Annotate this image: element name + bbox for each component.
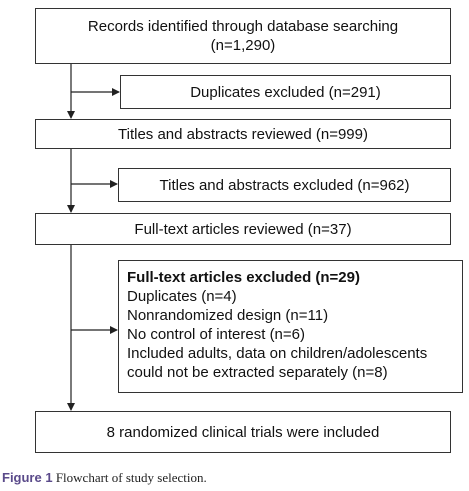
titles-abstracts-excluded-label: Titles and abstracts excluded (n=962) <box>159 176 410 194</box>
records-identified-box: Records identified through database sear… <box>35 8 451 64</box>
figure-caption: Figure 1 Flowchart of study selection. <box>2 470 207 486</box>
titles-abstracts-reviewed-box: Titles and abstracts reviewed (n=999) <box>35 119 451 149</box>
titles-abstracts-excluded-box: Titles and abstracts excluded (n=962) <box>118 168 451 202</box>
fulltext-excluded-box: Full-text articles excluded (n=29) Dupli… <box>118 260 463 393</box>
titles-abstracts-reviewed-label: Titles and abstracts reviewed (n=999) <box>118 125 368 143</box>
included-box: 8 randomized clinical trials were includ… <box>35 411 451 453</box>
fulltext-reviewed-box: Full-text articles reviewed (n=37) <box>35 213 451 245</box>
exclusion-reason-adults-line1: Included adults, data on children/adoles… <box>127 345 428 362</box>
figure-label: Figure 1 <box>2 470 53 485</box>
exclusion-reason-duplicates: Duplicates (n=4) <box>127 288 237 305</box>
included-label: 8 randomized clinical trials were includ… <box>106 423 380 441</box>
fulltext-reviewed-label: Full-text articles reviewed (n=37) <box>134 220 352 238</box>
exclusion-reason-nonrandomized: Nonrandomized design (n=11) <box>127 307 329 324</box>
exclusion-reason-no-control: No control of interest (n=6) <box>127 326 306 343</box>
duplicates-excluded-label: Duplicates excluded (n=291) <box>190 83 381 101</box>
records-identified-line1: Records identified through database sear… <box>87 18 399 35</box>
duplicates-excluded-box: Duplicates excluded (n=291) <box>120 75 451 109</box>
fulltext-excluded-heading: Full-text articles excluded (n=29) <box>127 269 360 286</box>
exclusion-reason-adults-line2: could not be extracted separately (n=8) <box>127 364 388 381</box>
records-identified-line2: (n=1,290) <box>210 37 276 54</box>
figure-caption-text: Flowchart of study selection. <box>55 470 207 485</box>
